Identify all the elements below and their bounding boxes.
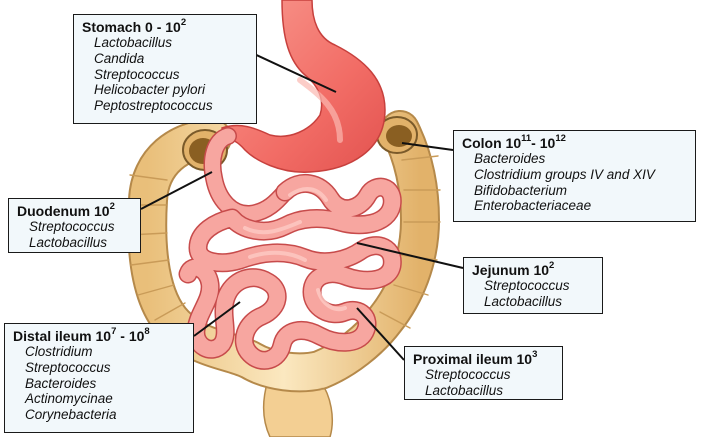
leader-distal-ileum	[193, 301, 241, 337]
organism: Lactobacillus	[425, 382, 504, 398]
leader-jejunum	[356, 242, 464, 269]
duodenum-organism-list: Streptococcus Lactobacillus	[17, 219, 132, 251]
organism: Lactobacillus	[94, 35, 173, 50]
leader-colon	[401, 142, 454, 151]
stomach-organism-list: Lactobacillus Candida Streptococcus Heli…	[82, 35, 248, 114]
organism: Streptococcus	[94, 66, 180, 82]
small-intestine	[178, 174, 402, 370]
organism: Lactobacillus	[29, 234, 108, 250]
organism: Corynebacteria	[25, 407, 117, 423]
organism: Bacteroides	[474, 151, 546, 166]
organism: Clostridium	[25, 344, 93, 359]
organism: Streptococcus	[484, 278, 570, 293]
organism: Actinomycinae	[25, 391, 113, 407]
stomach-title: Stomach 0 - 102	[82, 17, 187, 35]
jejunum-label: Jejunum 102 Streptococcus Lactobacillus	[463, 257, 603, 314]
organism: Streptococcus	[425, 367, 511, 382]
organism: Bacteroides	[25, 375, 97, 391]
organism: Bifidobacterium	[474, 182, 568, 198]
duodenum	[203, 127, 294, 223]
proximal-ileum-organism-list: Streptococcus Lactobacillus	[413, 367, 554, 399]
organism: Lactobacillus	[484, 293, 563, 309]
organism: Clostridium groups IV and XIV	[474, 166, 655, 182]
leader-proximal-ileum	[356, 307, 405, 361]
organism: Candida	[94, 50, 145, 66]
stomach-label: Stomach 0 - 102 Lactobacillus Candida St…	[73, 14, 257, 124]
duodenum-title: Duodenum 102	[17, 201, 115, 219]
distal-ileum-label: Distal ileum 107 - 108 Clostridium Strep…	[4, 323, 194, 433]
jejunum-title: Jejunum 102	[472, 260, 555, 278]
distal-ileum-title: Distal ileum 107 - 108	[13, 326, 150, 344]
organism: Enterobacteriaceae	[474, 198, 592, 214]
proximal-ileum-label: Proximal ileum 103 Streptococcus Lactoba…	[404, 346, 563, 400]
leader-lines	[140, 31, 464, 361]
colon-title: Colon 1011- 1012	[462, 133, 566, 151]
stomach	[221, 0, 386, 173]
distal-ileum-organism-list: Clostridium Streptococcus Bacteroides Ac…	[13, 344, 185, 423]
organism: Helicobacter pylori	[94, 82, 206, 98]
organism: Streptococcus	[25, 359, 111, 375]
jejunum-organism-list: Streptococcus Lactobacillus	[472, 278, 594, 310]
organism: Streptococcus	[29, 219, 115, 234]
colon-organism-list: Bacteroides Clostridium groups IV and XI…	[462, 151, 687, 214]
leader-duodenum	[140, 171, 213, 210]
colon-label: Colon 1011- 1012 Bacteroides Clostridium…	[453, 130, 696, 222]
duodenum-label: Duodenum 102 Streptococcus Lactobacillus	[8, 198, 141, 253]
proximal-ileum-title: Proximal ileum 103	[413, 349, 538, 367]
organism: Peptostreptococcus	[94, 98, 213, 114]
